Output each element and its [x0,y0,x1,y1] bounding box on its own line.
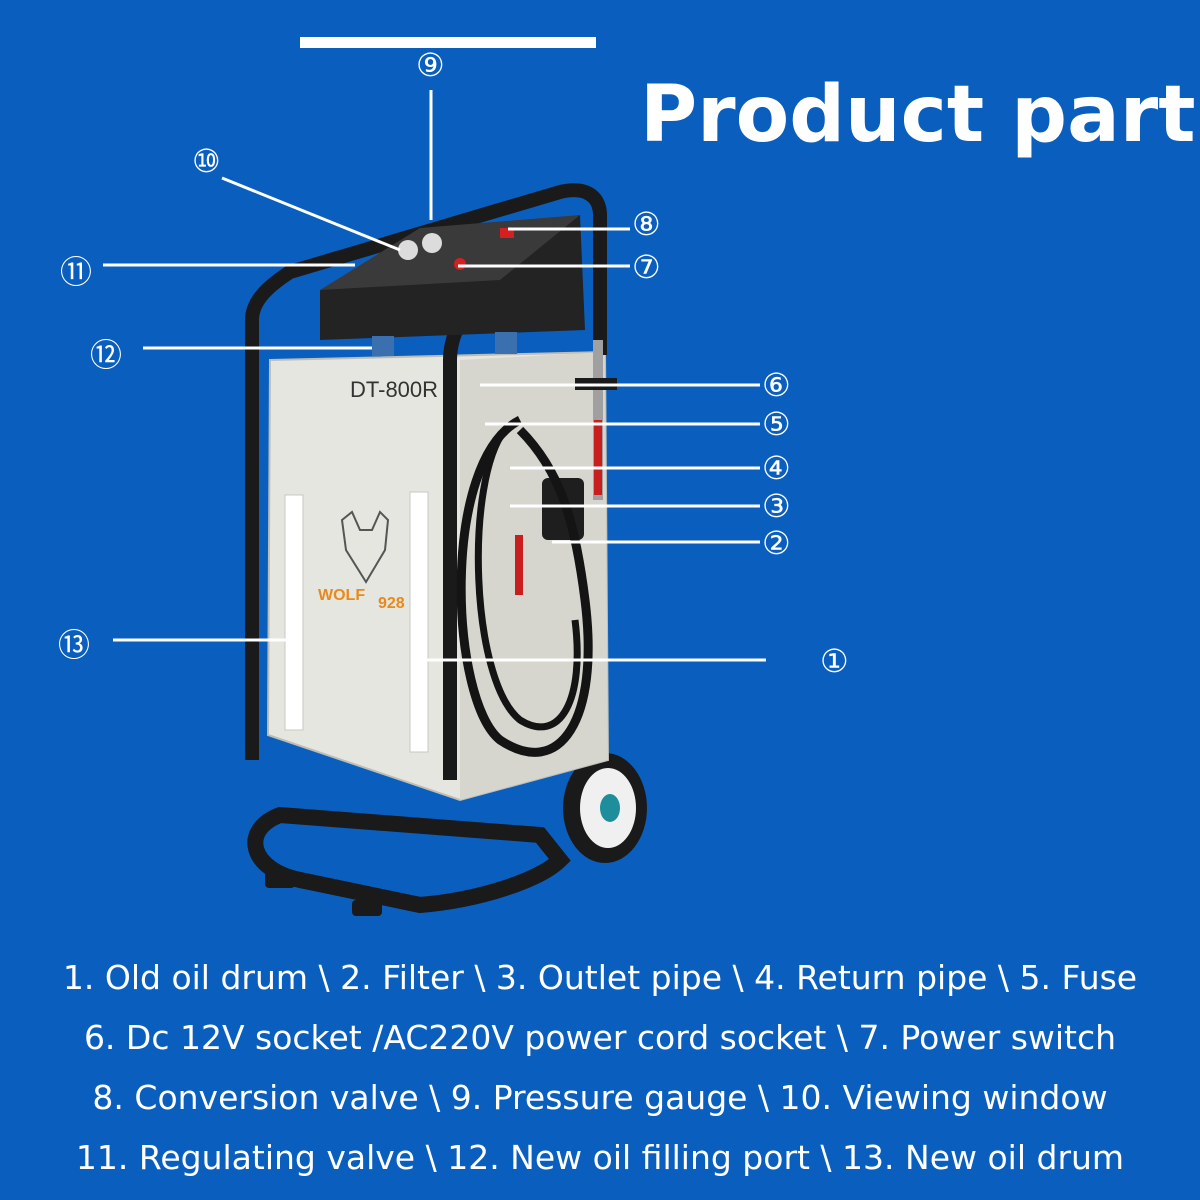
marker-4: ④ [762,449,791,487]
power-switch-knob [454,258,466,270]
marker-5: ⑤ [762,405,791,443]
return-hose [456,415,593,757]
control-panel-top [320,215,580,290]
wolf-logo-icon [340,510,390,584]
caption-line-1: 1. Old oil drum \ 2. Filter \ 3. Outlet … [62,958,1138,997]
marker-9: ⑨ [416,46,445,84]
new-oil-filling-port [372,336,394,356]
leader-10 [221,176,401,252]
outlet-port [495,332,517,354]
caption-line-2: 6. Dc 12V socket /AC220V power cord sock… [83,1018,1117,1057]
marker-8: ⑧ [632,205,661,243]
marker-7: ⑦ [632,248,661,286]
model-label: DT-800R [350,377,438,402]
brand-word-2: 928 [378,595,405,612]
brand-word-1: WOLF [318,587,365,604]
page-title: Product part [640,70,1196,160]
foot-right [352,900,382,916]
sight-tube-left [284,494,304,731]
frame-handle-left [245,183,607,760]
base-frame [247,806,571,914]
pressure-gauge-dial [398,240,418,260]
red-hose-nozzle [515,535,523,595]
foot-left [265,872,295,888]
marker-6: ⑥ [762,366,791,404]
pressure-gauge-dial-2 [422,233,442,253]
wheel [563,753,647,863]
conversion-valve-knob [500,228,514,238]
marker-1: ① [820,642,849,680]
sight-tube-right [409,491,429,753]
marker-13: ⑬ [58,626,91,664]
marker-12: ⑫ [90,336,123,374]
top-bar [300,37,596,48]
caption-line-4: 11. Regulating valve \ 12. New oil filli… [75,1138,1125,1177]
marker-10: ⑩ [192,142,221,180]
marker-3: ③ [762,487,791,525]
outlet-hose [474,427,581,731]
marker-11: ⑪ [60,253,93,291]
caption-line-3: 8. Conversion valve \ 9. Pressure gauge … [92,1078,1108,1117]
marker-2: ② [762,524,791,562]
